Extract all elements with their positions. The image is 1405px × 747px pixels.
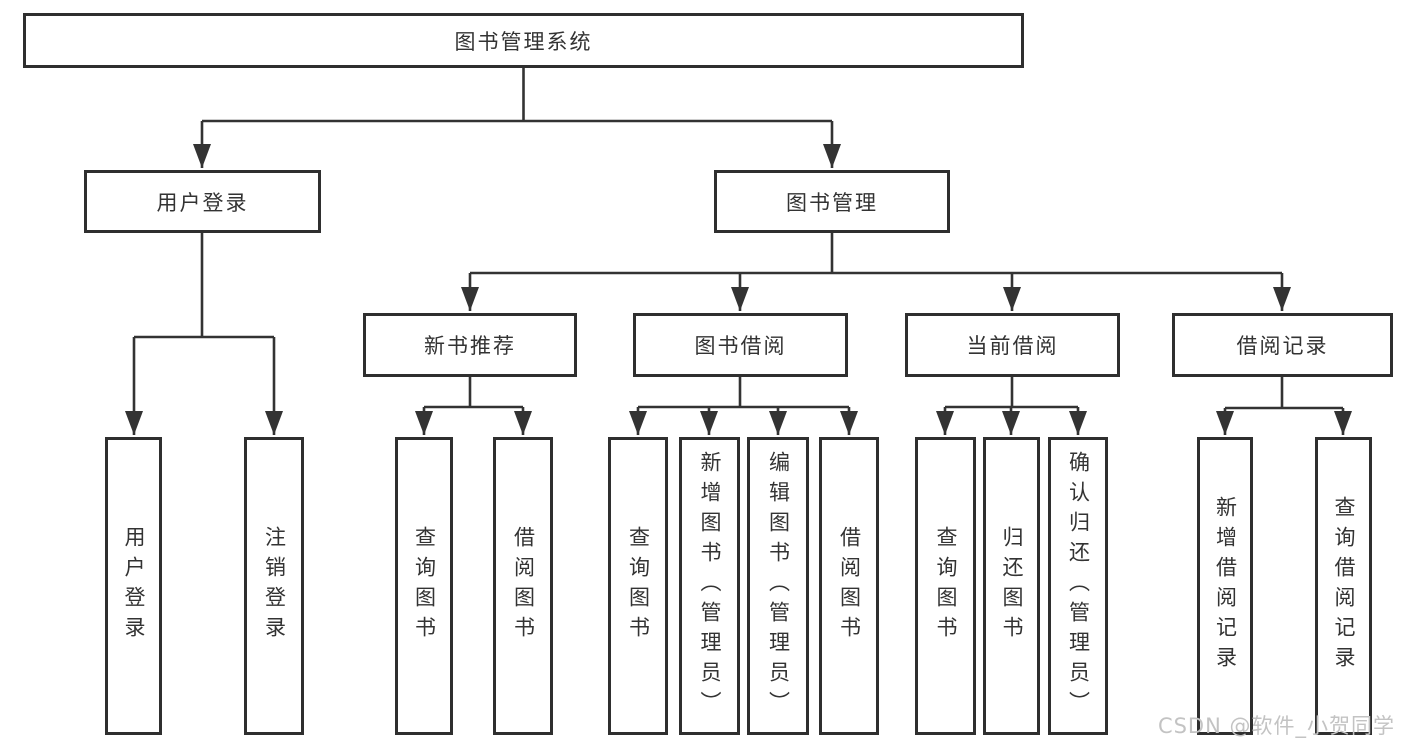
leaf-confirm-return-admin: 确认归还（管理员）: [1048, 437, 1108, 735]
node-book-management-label: 图书管理: [786, 190, 878, 215]
node-book-borrowing: 图书借阅: [633, 313, 848, 377]
leaf-user-login-label: 用户登录: [122, 526, 146, 646]
node-borrowing-records-label: 借阅记录: [1236, 334, 1329, 358]
node-current-borrowing-label: 当前借阅: [966, 334, 1059, 358]
leaf-query-borrow-record: 查询借阅记录: [1315, 437, 1372, 735]
node-user-login: 用户登录: [84, 170, 321, 233]
leaf-query-books-recommend-label: 查询图书: [412, 526, 437, 646]
leaf-borrow-books: 借阅图书: [819, 437, 879, 735]
leaf-add-borrow-record: 新增借阅记录: [1197, 437, 1253, 735]
leaf-add-books-admin-label: 新增图书（管理员）: [698, 451, 722, 721]
leaf-return-books: 归还图书: [983, 437, 1040, 735]
leaf-borrow-books-recommend-label: 借阅图书: [511, 526, 536, 646]
leaf-query-borrow-record-label: 查询借阅记录: [1332, 496, 1356, 676]
node-new-book-recommend: 新书推荐: [363, 313, 577, 377]
node-system-root: 图书管理系统: [23, 13, 1024, 68]
node-current-borrowing: 当前借阅: [905, 313, 1120, 377]
leaf-add-books-admin: 新增图书（管理员）: [679, 437, 740, 735]
leaf-edit-books-admin: 编辑图书（管理员）: [747, 437, 809, 735]
leaf-query-books-borrowing-label: 查询图书: [626, 526, 651, 646]
leaf-logout-label: 注销登录: [262, 526, 287, 646]
node-new-book-recommend-label: 新书推荐: [424, 334, 516, 358]
node-system-root-label: 图书管理系统: [454, 29, 593, 54]
watermark: CSDN @软件_小贺同学: [1157, 714, 1395, 738]
leaf-add-borrow-record-label: 新增借阅记录: [1213, 496, 1238, 676]
leaf-query-books-current-label: 查询图书: [934, 526, 958, 646]
leaf-borrow-books-recommend: 借阅图书: [493, 437, 553, 735]
node-user-login-label: 用户登录: [156, 190, 249, 215]
node-book-management: 图书管理: [714, 170, 950, 233]
leaf-user-login: 用户登录: [105, 437, 162, 735]
leaf-query-books-borrowing: 查询图书: [608, 437, 668, 735]
leaf-return-books-label: 归还图书: [1000, 526, 1024, 646]
node-book-borrowing-label: 图书借阅: [694, 334, 787, 358]
leaf-logout: 注销登录: [244, 437, 304, 735]
leaf-query-books-current: 查询图书: [915, 437, 976, 735]
leaf-borrow-books-label: 借阅图书: [837, 526, 862, 646]
leaf-edit-books-admin-label: 编辑图书（管理员）: [766, 451, 791, 721]
leaf-query-books-recommend: 查询图书: [395, 437, 453, 735]
node-borrowing-records: 借阅记录: [1172, 313, 1393, 377]
leaf-confirm-return-admin-label: 确认归还（管理员）: [1066, 451, 1091, 721]
